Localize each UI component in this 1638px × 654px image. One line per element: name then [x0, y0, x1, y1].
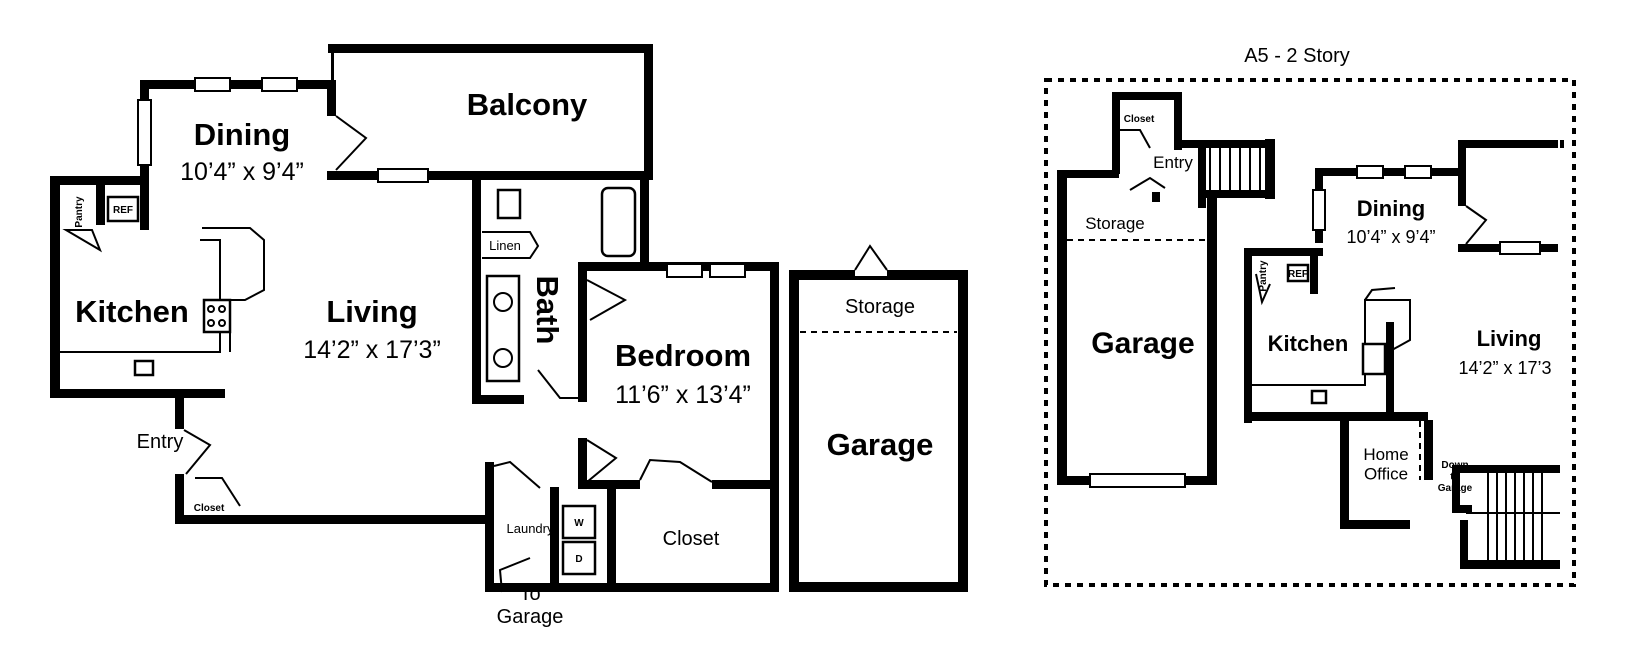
two-story-living-dimensions: 14’2” x 17’3 — [1458, 358, 1551, 378]
garage-label: Garage — [827, 427, 934, 462]
living-label: Living — [326, 294, 417, 329]
dining-walls — [137, 77, 645, 183]
two-story-frame — [1044, 78, 1576, 587]
two-story-living-label: Living — [1477, 326, 1542, 351]
living-walls — [175, 389, 493, 524]
balcony-label: Balcony — [467, 87, 588, 122]
two-story-pantry-label: Pantry — [1258, 260, 1269, 292]
two-story-plan: A5 - 2 Story — [1044, 45, 1576, 587]
upper-stairs — [1209, 139, 1275, 199]
bedroom-walls — [578, 262, 779, 592]
laundry-label: Laundry — [507, 521, 554, 536]
living-dimensions: 14’2” x 17’3” — [303, 336, 441, 364]
kitchen-walls — [50, 176, 265, 398]
main-floor-plan: Balcony Dining 10’4” x 9’4” Pantry REF K… — [50, 44, 968, 628]
bath-walls — [472, 176, 778, 404]
bedroom-dimensions: 11’6” x 13’4” — [615, 381, 751, 409]
lower-stairs — [1466, 473, 1560, 560]
dryer-label: D — [575, 554, 582, 565]
bath-label: Bath — [530, 276, 565, 345]
bedroom-label: Bedroom — [615, 338, 751, 373]
storage-label: Storage — [845, 296, 915, 318]
entry-walls — [1112, 92, 1275, 208]
plan-title: A5 - 2 Story — [1244, 45, 1350, 67]
kitchen-label: Kitchen — [75, 294, 189, 329]
two-story-garage-label: Garage — [1091, 327, 1194, 360]
two-story-entry-label: Entry — [1153, 153, 1193, 172]
washer-label: W — [574, 518, 584, 529]
two-story-storage-label: Storage — [1085, 214, 1145, 233]
laundry-walls — [485, 460, 778, 593]
two-story-kitchen-walls — [1244, 248, 1428, 423]
closet-small-label: Closet — [194, 503, 225, 514]
ref-label: REF — [113, 205, 133, 216]
closet-label: Closet — [663, 528, 720, 550]
pantry-label: Pantry — [74, 196, 85, 228]
garage-walls — [789, 244, 968, 592]
dining-dimensions: 10’4” x 9’4” — [180, 158, 304, 186]
two-story-kitchen-label: Kitchen — [1268, 331, 1349, 356]
entry-label: Entry — [137, 431, 184, 453]
two-story-closet-label: Closet — [1124, 114, 1155, 125]
two-story-dining-walls — [1312, 140, 1558, 255]
two-story-ref-label: REF — [1288, 269, 1308, 280]
two-story-dining-label: Dining — [1357, 196, 1425, 221]
dining-label: Dining — [194, 117, 290, 152]
linen-label: Linen — [489, 238, 521, 253]
home-office-walls — [1340, 420, 1560, 569]
two-story-dining-dimensions: 10’4” x 9’4” — [1346, 227, 1435, 247]
two-story-garage-walls — [1057, 170, 1217, 488]
